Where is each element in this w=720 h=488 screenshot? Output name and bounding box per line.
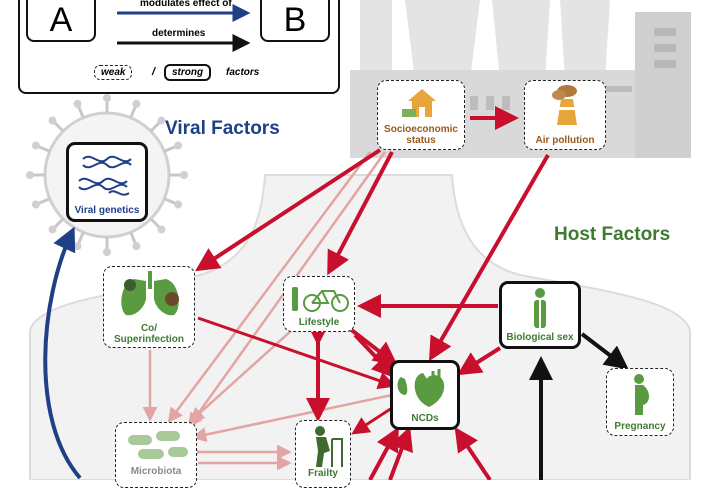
lungs-icon [121, 271, 179, 316]
bacteria-icon [128, 431, 188, 459]
node-biological-sex: Biological sex [499, 281, 581, 349]
node-viral-genetics: Viral genetics [66, 142, 148, 222]
node-socioeconomic-status: Socioeconomic status [377, 80, 465, 150]
node-microbiota: Microbiota [115, 422, 197, 488]
virus-spike-tip [31, 200, 40, 209]
virus-spike-tip [26, 171, 34, 179]
arrow-ses-to-microbiota [167, 151, 372, 424]
virus-spike [129, 106, 137, 119]
arrow-microbiota-to-viral [43, 226, 82, 480]
rna-icon [78, 155, 132, 196]
ncds-label: NCDs [411, 413, 439, 424]
frailty-icon [315, 426, 343, 467]
legend-letter-a: A [49, 1, 73, 39]
arrow-air-to-ncds [429, 154, 550, 362]
virus-spike-tip [174, 141, 183, 150]
arrow-ses-to-coinfection [194, 148, 382, 272]
arrow-lifestyle-to-ncds [343, 323, 398, 366]
virus-spike [38, 197, 51, 205]
virus-spike [163, 145, 176, 153]
house-money-icon [402, 89, 436, 117]
lifestyle-icon [292, 287, 349, 312]
arrow-sex-to-pregnancy [580, 332, 629, 370]
legend-node-b: B [260, 0, 330, 42]
arrow-ncds-to-microbiota [191, 393, 393, 442]
pregnancy-label: Pregnancy [614, 421, 666, 432]
virus-spike-tip [180, 171, 188, 179]
virus-spike [149, 217, 161, 229]
coinfection-label-text: Co/ Superinfection [114, 323, 185, 345]
node-ncds: NCDs [390, 360, 460, 430]
arrow-bottom2-to-ncds [368, 426, 399, 480]
viral-genetics-label: Viral genetics [74, 205, 140, 216]
legend-letter-b: B [283, 1, 307, 39]
node-coinfection: Co/ Superinfection [103, 266, 195, 348]
arrow-ses-to-lifestyle [327, 151, 394, 276]
legend-node-a: A [26, 0, 96, 42]
legend-slash: / [152, 66, 156, 78]
sex-icon [534, 288, 546, 328]
legend-factors-label: factors [226, 67, 260, 78]
viral-factors-heading: Viral Factors [165, 118, 280, 139]
node-lifestyle: Lifestyle [283, 276, 355, 332]
arrow-sex-to-ncds [456, 346, 502, 376]
virus-spike-tip [157, 116, 166, 125]
virus-spike [77, 231, 85, 244]
virus-spike-tip [157, 225, 166, 234]
lifestyle-label: Lifestyle [298, 317, 340, 328]
host-factors-heading: Host Factors [554, 224, 671, 245]
microbiota-label: Microbiota [130, 466, 182, 477]
arrow-coinfection-to-ncds [197, 316, 397, 390]
air-pollution-label: Air pollution [535, 135, 595, 146]
biological-sex-label: Biological sex [506, 332, 574, 343]
virus-spike [53, 121, 65, 133]
virus-spike [149, 121, 161, 133]
legend-strong-pill: strong [164, 64, 212, 81]
virus-spike [53, 217, 65, 229]
virus-spike-tip [132, 99, 141, 108]
arrow-bottom-to-ncds [388, 426, 413, 480]
legend: A B modulates effect of determines weak … [18, 0, 340, 94]
socioeconomic-label: Socioeconomic status [384, 124, 458, 146]
virus-spike-tip [103, 94, 111, 102]
legend-modulates-label: modulates effect of [140, 0, 232, 9]
arrow-lifestyle-to-microbiota [189, 329, 293, 423]
frailty-label: Frailty [307, 468, 338, 479]
node-frailty: Frailty [295, 420, 351, 488]
legend-determines-label: determines [152, 28, 206, 39]
virus-spike [129, 231, 137, 244]
virus-spike-tip [73, 242, 82, 251]
pregnancy-icon [634, 374, 649, 415]
virus-spike-tip [48, 116, 57, 125]
virus-spike-tip [103, 248, 111, 256]
node-air-pollution: Air pollution [524, 80, 606, 150]
legend-weak-pill: weak [94, 65, 133, 80]
virus-spike [38, 145, 51, 153]
arrow-bottom3-to-ncds [454, 427, 492, 480]
virus-spike-tip [132, 242, 141, 251]
legend-arrows [117, 4, 251, 52]
virus-spike [77, 106, 85, 119]
coinfection-label: Co/ Superinfection [104, 323, 194, 345]
smokestack-icon [552, 85, 577, 125]
node-pregnancy: Pregnancy [606, 368, 674, 436]
virus-spike-tip [73, 99, 82, 108]
organs-icon [397, 369, 445, 407]
arrow-ncds-to-frailty [351, 406, 393, 435]
virus-spike [163, 197, 176, 205]
body-silhouette [29, 174, 691, 480]
virus-spike-tip [174, 200, 183, 209]
virus-spike-tip [31, 141, 40, 150]
arrow-lifestyle-to-ncds-2 [353, 333, 397, 379]
